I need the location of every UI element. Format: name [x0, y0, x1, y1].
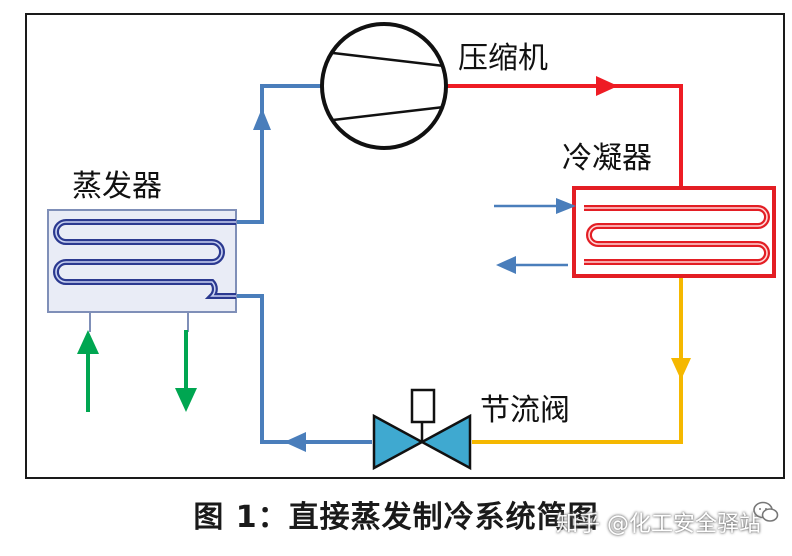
figure-caption: 图 1：直接蒸发制冷系统简图: [193, 500, 599, 535]
watermark-text: 知乎 @化工安全驿站: [556, 512, 761, 537]
cooling-inlet-arrowhead: [556, 198, 576, 214]
flow-arrow-liquid: [671, 358, 691, 380]
suction-line: [236, 84, 322, 224]
compressor-symbol: [320, 22, 448, 150]
compressor-label: 压缩机: [458, 41, 548, 76]
cooling-outlet-arrowhead: [496, 256, 516, 274]
flow-arrow-discharge: [596, 76, 618, 96]
valve-label: 节流阀: [480, 393, 570, 428]
flow-arrow-return: [284, 432, 306, 452]
fluid-outlet-arrowhead: [175, 388, 197, 412]
throttle-valve-symbol: [372, 388, 472, 471]
liquid-line: [472, 276, 683, 444]
flow-arrow-suction: [253, 108, 271, 130]
fluid-inlet-arrowhead: [77, 330, 99, 354]
discharge-line: [446, 84, 683, 188]
evaporator-label: 蒸发器: [72, 169, 162, 204]
diagram-frame: [25, 13, 785, 479]
wechat-icon: [753, 501, 779, 522]
return-line: [236, 294, 372, 444]
condenser-label: 冷凝器: [562, 141, 652, 176]
